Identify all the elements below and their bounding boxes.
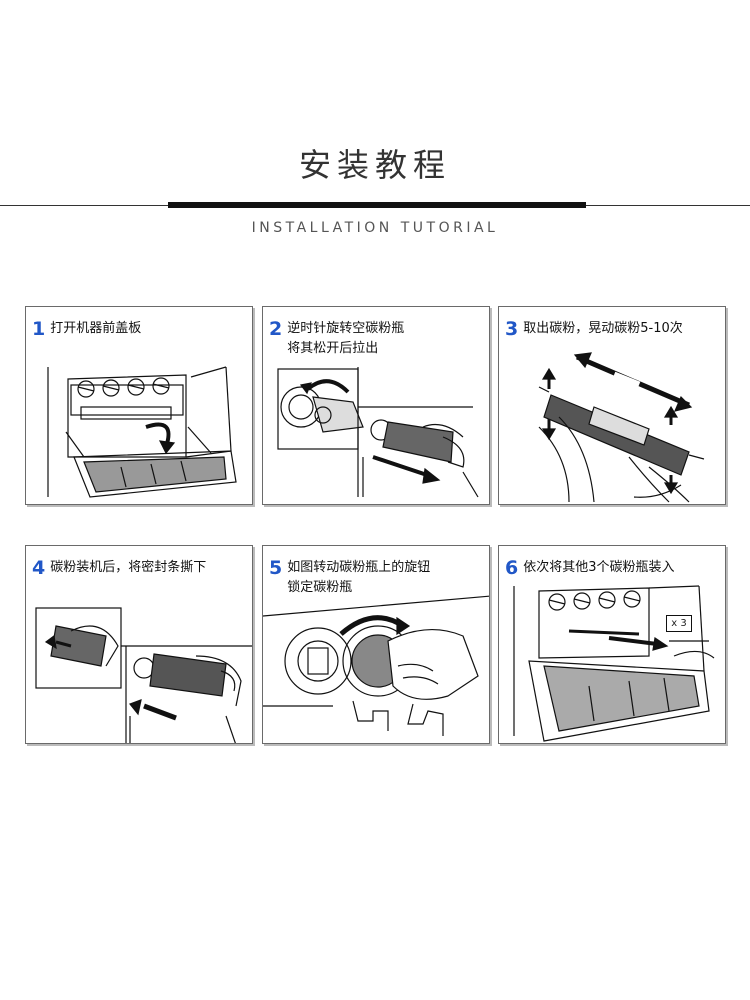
step-number-1: 1 [32, 318, 46, 340]
quantity-badge-text: x 3 [671, 618, 687, 629]
insert-remove-seal-icon [26, 546, 252, 743]
step-caption-1: 打开机器前盖板 [50, 319, 141, 339]
step-card-3: 3 取出碳粉，晃动碳粉5-10次 [498, 306, 726, 505]
step-caption-2: 逆时针旋转空碳粉瓶 将其松开后拉出 [287, 319, 404, 359]
step-caption-line: 逆时针旋转空碳粉瓶 [287, 321, 405, 336]
step-caption-line: 锁定碳粉瓶 [287, 580, 353, 595]
open-front-cover-icon [26, 307, 252, 504]
step-caption-6: 依次将其他3个碳粉瓶装入 [523, 558, 674, 578]
step-header-3: 3 取出碳粉，晃动碳粉5-10次 [505, 319, 721, 339]
step-caption-3: 取出碳粉，晃动碳粉5-10次 [523, 319, 683, 339]
step-card-1: 1 打开机器前盖板 [25, 306, 253, 505]
step-header-6: 6 依次将其他3个碳粉瓶装入 [505, 558, 721, 578]
step-header-2: 2 逆时针旋转空碳粉瓶 将其松开后拉出 [269, 319, 485, 359]
step-number-5: 5 [269, 557, 283, 579]
step-header-5: 5 如图转动碳粉瓶上的旋钮 锁定碳粉瓶 [269, 558, 485, 598]
step-caption-line: 取出碳粉，晃动碳粉5-10次 [523, 321, 683, 336]
step-caption-line: 打开机器前盖板 [50, 321, 142, 336]
step-header-1: 1 打开机器前盖板 [32, 319, 248, 339]
step-card-4: 4 碳粉装机后，将密封条撕下 [25, 545, 253, 744]
step-caption-line: 碳粉装机后，将密封条撕下 [50, 560, 207, 575]
shake-toner-icon [499, 307, 725, 504]
step-card-2: 2 逆时针旋转空碳粉瓶 将其松开后拉出 [262, 306, 490, 505]
step-number-4: 4 [32, 557, 46, 579]
step-header-4: 4 碳粉装机后，将密封条撕下 [32, 558, 248, 578]
step-caption-line: 如图转动碳粉瓶上的旋钮 [287, 560, 431, 575]
install-remaining-icon [499, 546, 725, 743]
header-accent-bar [168, 202, 586, 208]
rotate-remove-bottle-icon [263, 307, 489, 504]
step-card-6: x 3 6 依次将其他3个碳粉瓶装入 [498, 545, 726, 744]
step-caption-line: 依次将其他3个碳粉瓶装入 [523, 560, 675, 575]
step-number-6: 6 [505, 557, 519, 579]
step-number-3: 3 [505, 318, 519, 340]
page-subtitle: INSTALLATION TUTORIAL [251, 220, 499, 236]
lock-knob-icon [263, 546, 489, 743]
quantity-badge: x 3 [666, 615, 692, 632]
step-caption-4: 碳粉装机后，将密封条撕下 [50, 558, 206, 578]
page-title: 安装教程 [298, 146, 451, 184]
step-number-2: 2 [269, 318, 283, 340]
step-card-5: 5 如图转动碳粉瓶上的旋钮 锁定碳粉瓶 [262, 545, 490, 744]
step-caption-5: 如图转动碳粉瓶上的旋钮 锁定碳粉瓶 [287, 558, 430, 598]
step-caption-line: 将其松开后拉出 [287, 341, 379, 356]
